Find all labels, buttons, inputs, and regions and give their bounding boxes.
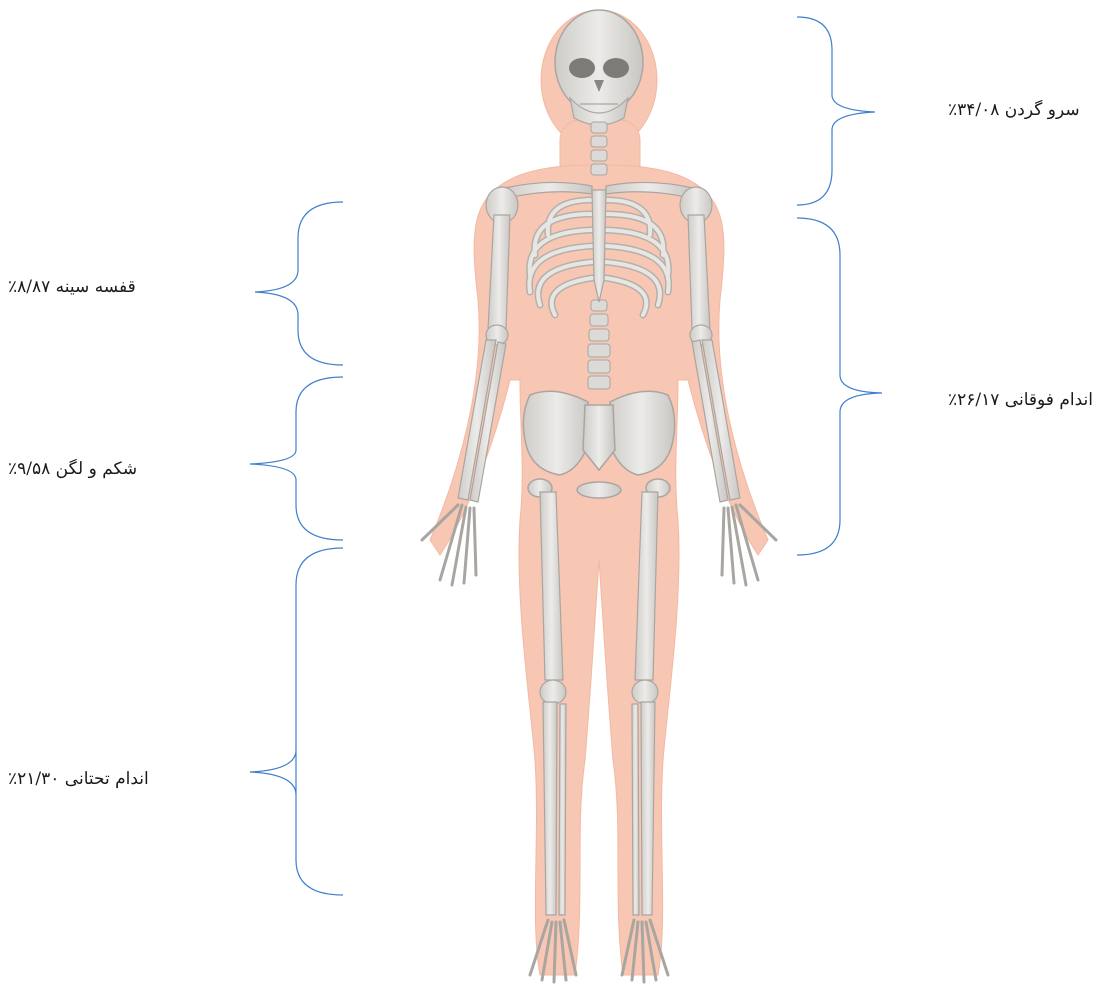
pelvis [523, 391, 674, 498]
bracket-thorax [255, 202, 343, 365]
bracket-abdomen-pelvis [250, 377, 343, 540]
label-thorax: قفسه سینه ۸/۸۷٪ [8, 277, 136, 297]
label-lower-limb: اندام تحتانی ۲۱/۳۰٪ [8, 769, 149, 789]
bracket-lower-limb [250, 548, 343, 895]
label-head-neck: سرو گردن ۳۴/۰۸٪ [948, 100, 1080, 120]
bracket-head-neck [797, 17, 875, 205]
label-upper-limb: اندام فوقانی ۲۶/۱۷٪ [948, 390, 1093, 410]
bracket-upper-limb [797, 218, 882, 555]
label-abdomen-pelvis: شکم و لگن ۹/۵۸٪ [8, 459, 137, 479]
